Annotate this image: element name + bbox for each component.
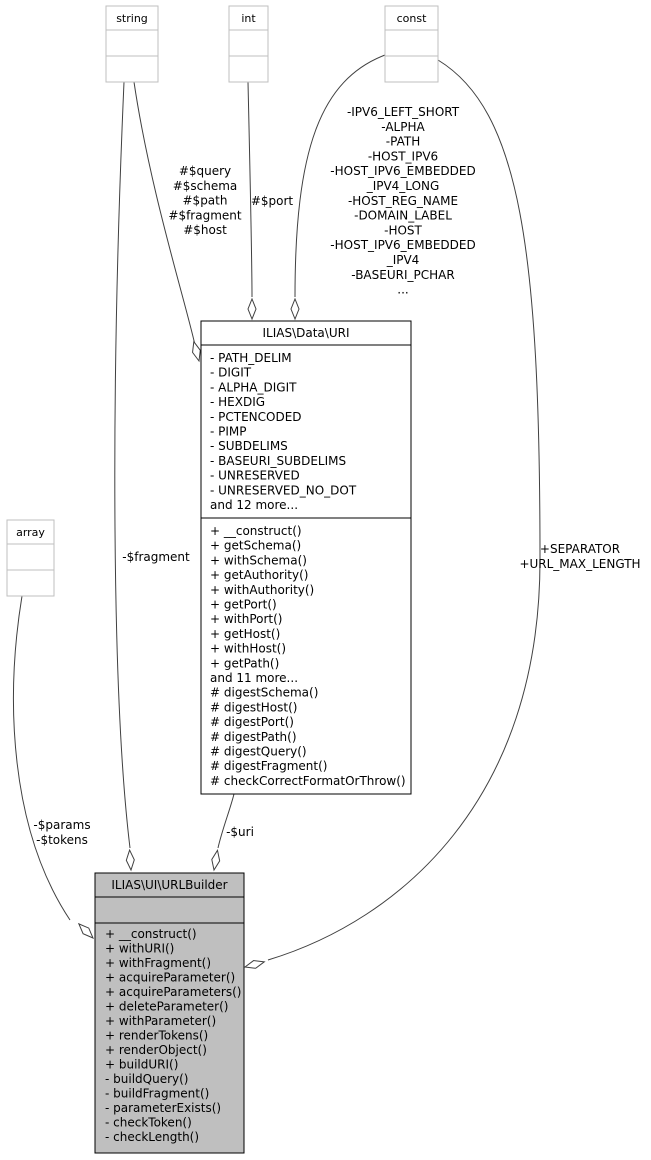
urlbuilder-methods-item: - checkToken()	[105, 1116, 192, 1130]
edge-string-uri-diamond	[192, 340, 201, 363]
urlbuilder-methods-item: - checkLength()	[105, 1130, 199, 1144]
edge-label-const-to-uri: -HOST	[384, 223, 422, 237]
uri-methods-item: # digestHost()	[210, 700, 297, 714]
uri-methods-item: + withSchema()	[210, 553, 307, 567]
urlbuilder-methods-item: - buildQuery()	[105, 1072, 188, 1086]
edge-const-uri-diamond	[290, 297, 300, 321]
uri-methods-item: # digestPath()	[210, 730, 297, 744]
edge-label-const-to-uri: _IPV4_LONG	[366, 179, 440, 193]
edge-string-builder	[114, 81, 131, 849]
edge-const-builder-diamond	[243, 960, 266, 969]
edge-label-const-to-uri: -HOST_IPV6	[368, 149, 438, 163]
edge-label-const-to-builder: +URL_MAX_LENGTH	[519, 557, 640, 571]
uri-attributes-item: - HEXDIG	[210, 395, 265, 409]
edge-label-const-to-uri: -IPV6_LEFT_SHORT	[347, 105, 460, 119]
urlbuilder-methods-item: + withFragment()	[105, 956, 211, 970]
uri-methods-item: # digestQuery()	[210, 745, 307, 759]
uri-methods-item: and 11 more...	[210, 671, 298, 685]
urlbuilder-methods-item: + acquireParameter()	[105, 971, 235, 985]
string-name: string	[116, 12, 148, 25]
edge-label-uri-to-builder: -$uri	[226, 825, 254, 839]
uri-attributes-item: - UNRESERVED_NO_DOT	[210, 483, 357, 497]
edge-string-uri	[133, 81, 196, 346]
uri-methods-item: + getPort()	[210, 598, 277, 612]
uri-attributes-item: - PIMP	[210, 425, 247, 439]
urlbuilder-methods-item: - parameterExists()	[105, 1101, 221, 1115]
urlbuilder-methods-item: + __construct()	[105, 927, 197, 941]
edge-label-const-to-uri: -ALPHA	[381, 120, 425, 134]
edge-label-array-to-builder: -$tokens	[36, 833, 88, 847]
edge-const-builder	[267, 59, 541, 961]
edge-string-builder-diamond	[125, 848, 135, 872]
class-const: const	[384, 5, 439, 83]
uri-attributes-item: - PCTENCODED	[210, 410, 302, 424]
uri-name: ILIAS\Data\URI	[263, 326, 350, 340]
edge-label-string-to-uri: #$schema	[173, 179, 238, 193]
edge-label-string-to-uri: #$path	[183, 194, 228, 208]
edge-label-int-to-uri: #$port	[251, 194, 294, 208]
class-string: string	[105, 5, 159, 83]
nodes: string int const array ILIAS\Data\URI - PATH_…	[6, 5, 439, 1154]
uri-attributes-item: - SUBDELIMS	[210, 439, 288, 453]
edge-label-const-to-uri: -HOST_IPV6_EMBEDDED	[330, 238, 475, 252]
edge-label-string-to-uri: #$host	[183, 223, 227, 237]
uri-methods-item: + getSchema()	[210, 539, 301, 553]
edge-label-const-to-uri: -PATH	[386, 135, 420, 149]
edge-label-const-to-uri: -DOMAIN_LABEL	[354, 209, 452, 223]
urlbuilder-methods-item: + buildURI()	[105, 1058, 178, 1072]
uri-methods-item: + withPort()	[210, 612, 282, 626]
uri-methods-item: + __construct()	[210, 524, 302, 538]
edge-label-array-to-builder: -$params	[33, 818, 90, 832]
edge-label-const-to-builder: +SEPARATOR	[540, 542, 620, 556]
urlbuilder-name: ILIAS\UI\URLBuilder	[111, 878, 227, 892]
class-urlbuilder: ILIAS\UI\URLBuilder+ __construct()+ with…	[94, 872, 245, 1154]
edge-uri-builder	[217, 793, 235, 849]
class-array: array	[6, 519, 55, 597]
edges	[13, 54, 541, 969]
uri-attributes-item: - PATH_DELIM	[210, 351, 292, 365]
urlbuilder-methods-item: + renderTokens()	[105, 1029, 208, 1043]
edge-label-const-to-uri: -BASEURI_PCHAR	[351, 268, 454, 282]
uri-attributes-item: - UNRESERVED	[210, 469, 300, 483]
uri-attributes-item: - BASEURI_SUBDELIMS	[210, 454, 346, 468]
urlbuilder-methods-item: + withParameter()	[105, 1014, 216, 1028]
edge-array-builder-diamond	[77, 922, 94, 939]
uri-methods-item: # checkCorrectFormatOrThrow()	[210, 774, 406, 788]
edge-label-const-to-uri: -HOST_IPV6_EMBEDDED	[330, 164, 475, 178]
edge-int-uri	[247, 81, 253, 298]
edge-label-string-to-uri: #$fragment	[168, 208, 241, 222]
uri-methods-item: + withAuthority()	[210, 583, 314, 597]
edge-label-const-to-uri: -HOST_REG_NAME	[348, 194, 458, 208]
edge-const-uri	[294, 54, 386, 298]
uri-methods-item: # digestPort()	[210, 715, 294, 729]
uri-methods-item: # digestSchema()	[210, 686, 318, 700]
urlbuilder-methods-item: - buildFragment()	[105, 1087, 209, 1101]
edge-int-uri-diamond	[247, 297, 257, 321]
uri-methods-item: + getPath()	[210, 656, 279, 670]
int-name: int	[241, 12, 256, 25]
edge-label-const-to-uri: ...	[397, 283, 408, 297]
edge-labels: #$query#$schema#$path#$fragment#$host #$p…	[33, 105, 640, 847]
uri-attributes-item: and 12 more...	[210, 498, 298, 512]
uri-methods-item: # digestFragment()	[210, 759, 327, 773]
edge-label-string-to-builder: -$fragment	[122, 550, 190, 564]
uri-attributes-item: - ALPHA_DIGIT	[210, 380, 297, 394]
urlbuilder-methods-item: + acquireParameters()	[105, 985, 241, 999]
edge-label-string-to-uri: #$query	[179, 164, 231, 178]
edge-array-builder	[13, 595, 71, 921]
urlbuilder-methods-item: + renderObject()	[105, 1043, 207, 1057]
const-name: const	[397, 12, 427, 25]
urlbuilder-methods-item: + deleteParameter()	[105, 1000, 228, 1014]
edge-uri-builder-diamond	[211, 848, 221, 872]
urlbuilder-methods-item: + withURI()	[105, 942, 174, 956]
uri-attributes-item: - DIGIT	[210, 366, 252, 380]
class-uri: ILIAS\Data\URI - PATH_DELIM- DIGIT- ALPHA…	[200, 320, 412, 795]
uri-methods-item: + getHost()	[210, 627, 280, 641]
uri-methods-item: + getAuthority()	[210, 568, 308, 582]
uri-methods-item: + withHost()	[210, 642, 286, 656]
class-int: int	[228, 5, 269, 83]
edge-label-const-to-uri: _IPV4	[386, 253, 420, 267]
array-name: array	[16, 526, 45, 539]
